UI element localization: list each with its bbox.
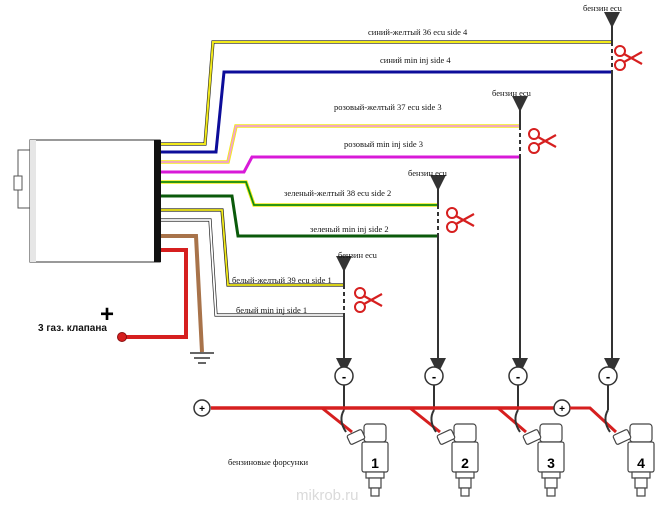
wire-white-yellow-39 <box>161 208 344 287</box>
label-gas-valves: 3 газ. клапана <box>38 323 107 334</box>
wire-blue-inj-4 <box>161 70 612 154</box>
label-wire-38: зеленый-желтый 38 ecu side 2 <box>284 188 391 198</box>
wire-blue-yellow-36 <box>161 40 612 146</box>
label-ecu-2: бензин ecu <box>408 168 448 178</box>
label-wire-inj-1: белый min inj side 1 <box>236 305 307 315</box>
injector-number-2: 2 <box>461 455 469 471</box>
label-injectors: бензиновые форсунки <box>228 457 308 467</box>
minus-terminal-label: - <box>516 369 520 384</box>
label-ecu-3: бензин ecu <box>492 88 532 98</box>
wire-white-inj-1 <box>161 218 344 317</box>
wire-pink-yellow-37 <box>161 124 520 164</box>
injector-number-1: 1 <box>371 455 379 471</box>
label-wire-inj-3: розовый min inj side 3 <box>344 139 423 149</box>
positive-rail: + + <box>193 399 618 434</box>
wire-green-yellow-38 <box>161 180 438 207</box>
plus-terminal-label: + <box>199 404 205 415</box>
injector-3 <box>522 423 565 497</box>
wire-green-inj-2 <box>161 194 438 238</box>
scissors-icon <box>614 45 643 71</box>
plus-terminal-label: + <box>559 404 565 415</box>
plus-sign-label: + <box>100 301 114 328</box>
wire-gas-valves <box>117 248 188 342</box>
injector-4 <box>612 423 655 497</box>
minus-terminal-1: - <box>334 366 354 410</box>
injector-feed-wires <box>340 409 611 433</box>
minus-terminal-4: - <box>598 366 618 410</box>
label-wire-inj-4: синий min inj side 4 <box>380 55 451 65</box>
label-ecu-4: бензин ecu <box>583 3 623 13</box>
scissors-icon <box>446 207 475 233</box>
label-wire-36: синий-желтый 36 ecu side 4 <box>368 27 468 37</box>
minus-terminal-label: - <box>606 369 610 384</box>
watermark: mikrob.ru <box>296 487 359 504</box>
scissors-icon <box>354 287 383 313</box>
label-wire-inj-2: зеленый min inj side 2 <box>310 224 389 234</box>
label-wire-37: розовый-желтый 37 ecu side 3 <box>334 102 442 112</box>
wire-pink-inj-3 <box>161 155 520 174</box>
emulator-box <box>13 139 161 263</box>
scissors-icon <box>528 128 557 154</box>
injector-number-3: 3 <box>547 455 555 471</box>
label-ecu-1: бензин ecu <box>338 250 378 260</box>
minus-terminal-label: - <box>342 369 346 384</box>
wire-ground <box>161 234 214 364</box>
injector-2 <box>436 423 479 497</box>
minus-terminal-label: - <box>432 369 436 384</box>
label-wire-39: белый-желтый 39 ecu side 1 <box>232 275 332 285</box>
minus-terminal-2: - <box>424 366 444 410</box>
injector-number-4: 4 <box>637 455 645 471</box>
injector-1 <box>346 423 389 497</box>
minus-terminal-3: - <box>508 366 528 410</box>
